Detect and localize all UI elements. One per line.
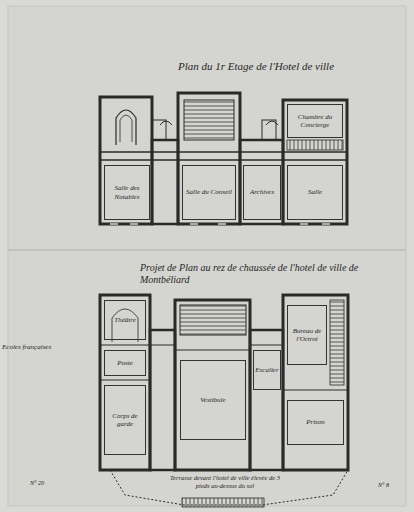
room-label: Chambre du Concierge (290, 113, 340, 129)
room-label: Salle (308, 188, 322, 196)
side-note: Ecoles françaises (2, 343, 62, 351)
room-label: Salle du Conseil (186, 188, 232, 196)
room: Poste (104, 350, 146, 376)
room: Théâtre (104, 300, 146, 340)
room-label: Poste (117, 359, 133, 367)
archive-number: N° 20 (30, 480, 60, 487)
archive-number: N° 8 (378, 482, 408, 489)
plan-title: Projet de Plan au rez de chaussée de l'h… (140, 262, 390, 286)
room: Escalier (253, 350, 281, 390)
room-label: Archives (250, 188, 274, 196)
room: Prison (287, 400, 344, 445)
room: Archives (243, 165, 281, 220)
room: Salle du Conseil (182, 165, 236, 220)
room: Salle (287, 165, 343, 220)
room: Chambre du Concierge (287, 104, 343, 138)
room: Corps de garde (104, 385, 146, 455)
terrace-note: Terrasse devant l'hotel de ville élevée … (170, 474, 280, 490)
plan-title: Plan du 1r Etage de l'Hotel de ville (178, 60, 404, 73)
room-label: Prison (306, 418, 325, 426)
room-label: Théâtre (114, 316, 136, 324)
room-label: Bureau de l'Octroi (290, 327, 324, 343)
room: Salle des Notables (104, 165, 150, 220)
room: Bureau de l'Octroi (287, 305, 327, 365)
room-label: Vestibule (200, 396, 225, 404)
room: Vestibule (180, 360, 246, 440)
room-label: Salle des Notables (107, 184, 147, 200)
room-label: Corps de garde (107, 412, 143, 428)
room-label: Escalier (255, 366, 278, 374)
